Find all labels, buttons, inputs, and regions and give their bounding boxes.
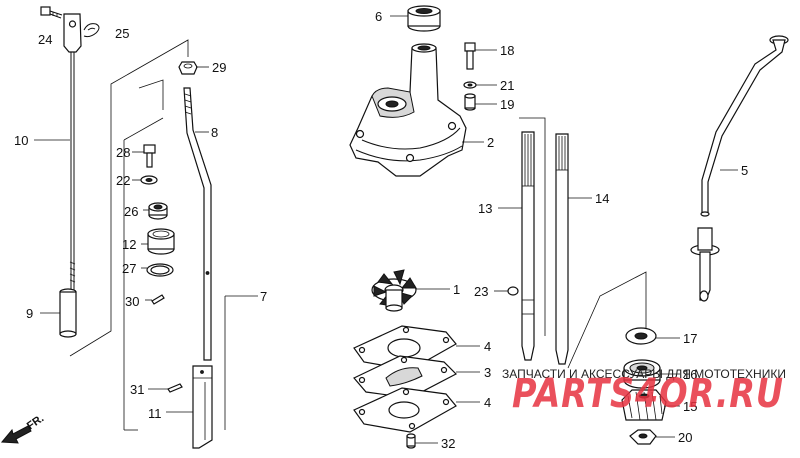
callout-29: 29 [212, 60, 226, 75]
callout-9: 9 [26, 306, 33, 321]
callout-27: 27 [122, 261, 136, 276]
callout-6: 6 [375, 9, 382, 24]
watermark-caption: ЗАПЧАСТИ И АКСЕССУАРЫ ДЛЯ МОТОТЕХНИКИ [502, 367, 786, 381]
callout-18: 18 [500, 43, 514, 58]
callout-26: 26 [124, 204, 138, 219]
part-24-bolt [40, 6, 63, 19]
part-27-oring [146, 263, 174, 277]
part-6-bushing [407, 5, 441, 32]
callout-23: 23 [474, 284, 488, 299]
part-13-drive-shaft [521, 131, 535, 361]
part-15-gear [621, 389, 667, 421]
part-28-bolt [143, 144, 156, 168]
callout-13: 13 [478, 201, 492, 216]
part-2-pump-housing [349, 43, 467, 177]
part-4-gasket-lower [353, 387, 457, 433]
part-26-collar [148, 202, 168, 220]
part-10-rod [63, 13, 82, 290]
part-17-washer [625, 327, 657, 345]
callout-14: 14 [595, 191, 609, 206]
callout-1: 1 [453, 282, 460, 297]
part-23-key [507, 286, 519, 296]
callout-4-upper: 4 [484, 339, 491, 354]
front-direction-marker: FR. [0, 412, 46, 444]
callout-28: 28 [116, 145, 130, 160]
part-1-impeller [371, 269, 417, 312]
part-19-dowel [464, 93, 476, 111]
bracket-left [69, 39, 189, 357]
part-14-drive-shaft [555, 133, 569, 365]
callout-3: 3 [484, 365, 491, 380]
callout-31: 31 [130, 382, 144, 397]
callout-10: 10 [14, 133, 28, 148]
callout-17: 17 [683, 331, 697, 346]
part-11-shift-cam [192, 365, 213, 449]
callout-11: 11 [148, 406, 162, 421]
callout-20: 20 [678, 430, 692, 445]
callout-24: 24 [38, 32, 52, 47]
callout-2: 2 [487, 135, 494, 150]
part-25-clip [83, 23, 100, 38]
callout-12: 12 [122, 237, 136, 252]
part-21-washer [463, 81, 477, 89]
watermark-logo: PARTS4OR.RU [512, 371, 784, 417]
callout-4-lower: 4 [484, 395, 491, 410]
part-22-washer [140, 175, 158, 185]
callout-30: 30 [125, 294, 139, 309]
callout-25: 25 [115, 26, 129, 41]
part-5-shift-arm [690, 35, 789, 302]
part-31-pin [167, 383, 183, 393]
part-29-nut [178, 61, 198, 75]
bracket-shaft-13 [519, 117, 546, 336]
bracket-gear-set [567, 271, 647, 369]
bracket-group-7 [138, 79, 164, 110]
callout-8: 8 [211, 125, 218, 140]
part-8-shift-rod [183, 87, 212, 361]
callout-5: 5 [741, 163, 748, 178]
leader-lines [34, 15, 738, 444]
callout-21: 21 [500, 78, 514, 93]
watermark: ЗАПЧАСТИ И АКСЕССУАРЫ ДЛЯ МОТОТЕХНИКИ PA… [502, 367, 786, 417]
part-9-sleeve [59, 288, 77, 338]
part-12-bushing [147, 228, 175, 255]
arrow-icon [0, 425, 32, 444]
part-20-nut [629, 429, 657, 445]
part-30-pin [151, 294, 165, 305]
callout-32: 32 [441, 436, 455, 451]
part-16-bearing [623, 359, 661, 389]
callout-15: 15 [683, 399, 697, 414]
part-32-dowel [406, 433, 416, 449]
callout-labels: 24 25 10 9 29 8 28 22 26 12 27 30 7 31 1… [14, 9, 748, 451]
part-3-plate [353, 355, 458, 399]
callout-16: 16 [683, 367, 697, 382]
callout-7: 7 [260, 289, 267, 304]
callout-22: 22 [116, 173, 130, 188]
part-18-bolt [464, 42, 476, 70]
callout-19: 19 [500, 97, 514, 112]
